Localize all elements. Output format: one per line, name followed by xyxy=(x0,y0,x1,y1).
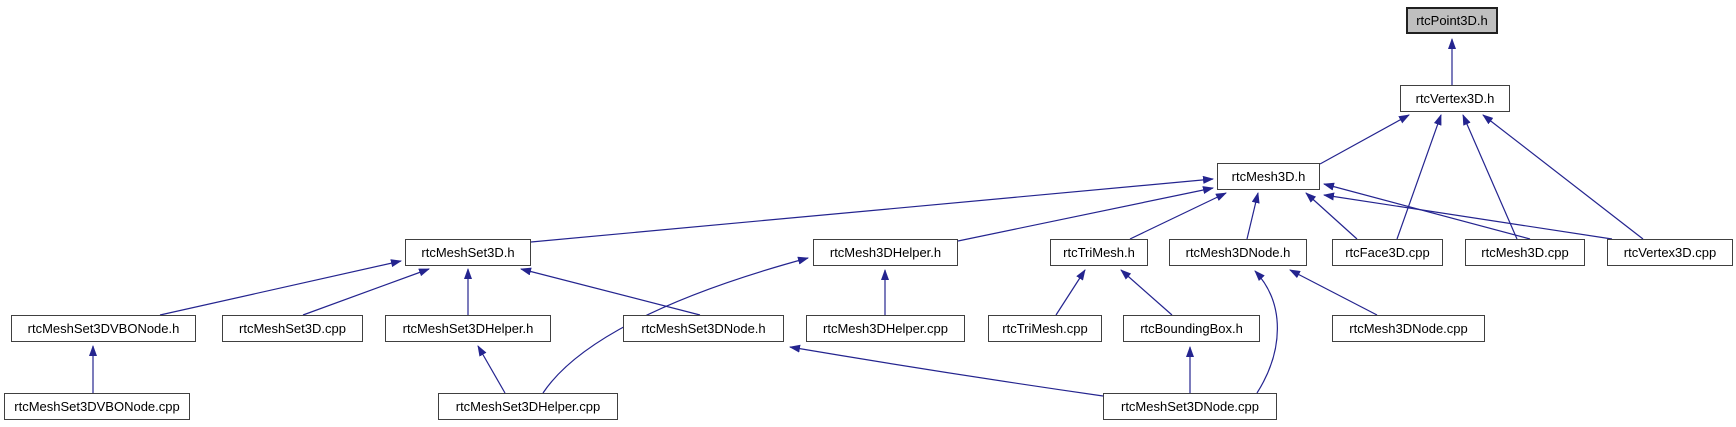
graph-node-rtcMeshSet3D.h[interactable]: rtcMeshSet3D.h xyxy=(405,239,531,266)
edge-rtcMesh3DHelper.h-to-rtcMesh3D.h xyxy=(957,186,1214,242)
edge-rtcTriMesh.cpp-to-rtcTriMesh.h xyxy=(1055,269,1086,316)
graph-node-rtcBoundingBox.h[interactable]: rtcBoundingBox.h xyxy=(1123,315,1260,342)
edge-rtcMesh3D.h-to-rtcVertex3D.h xyxy=(1319,114,1410,165)
graph-node-rtcFace3D.cpp[interactable]: rtcFace3D.cpp xyxy=(1332,239,1443,266)
graph-node-rtcMesh3DHelper.cpp[interactable]: rtcMesh3DHelper.cpp xyxy=(806,315,965,342)
graph-node-rtcMeshSet3D.cpp[interactable]: rtcMeshSet3D.cpp xyxy=(222,315,363,342)
edge-rtcBoundingBox.h-to-rtcTriMesh.h xyxy=(1120,269,1173,316)
graph-node-rtcMeshSet3DHelper.cpp[interactable]: rtcMeshSet3DHelper.cpp xyxy=(438,393,618,420)
graph-node-rtcVertex3D.h[interactable]: rtcVertex3D.h xyxy=(1400,85,1510,112)
edge-rtcFace3D.cpp-to-rtcMesh3D.h xyxy=(1305,192,1358,240)
edge-group xyxy=(89,38,1644,397)
graph-node-rtcTriMesh.h[interactable]: rtcTriMesh.h xyxy=(1050,239,1148,266)
graph-node-rtcMesh3D.h[interactable]: rtcMesh3D.h xyxy=(1217,163,1320,190)
edge-rtcVertex3D.cpp-to-rtcMesh3D.h xyxy=(1323,192,1613,240)
edge-rtcMesh3D.cpp-to-rtcMesh3D.h xyxy=(1323,182,1531,240)
graph-node-rtcMeshSet3DVBONode.cpp[interactable]: rtcMeshSet3DVBONode.cpp xyxy=(4,393,190,420)
edge-rtcMeshSet3DVBONode.h-to-rtcMeshSet3D.h xyxy=(159,259,402,316)
edge-rtcMeshSet3DHelper.cpp-to-rtcMeshSet3DHelper.h xyxy=(477,345,506,394)
edge-rtcVertex3D.cpp-to-rtcVertex3D.h xyxy=(1482,114,1644,240)
graph-node-rtcMesh3DNode.cpp[interactable]: rtcMesh3DNode.cpp xyxy=(1332,315,1485,342)
edge-rtcMesh3DNode.cpp-to-rtcMesh3DNode.h xyxy=(1289,269,1378,316)
graph-node-rtcMesh3DHelper.h[interactable]: rtcMesh3DHelper.h xyxy=(813,239,958,266)
edge-rtcMeshSet3D.cpp-to-rtcMeshSet3D.h xyxy=(302,268,430,316)
graph-node-rtcMeshSet3DNode.cpp[interactable]: rtcMeshSet3DNode.cpp xyxy=(1103,393,1277,420)
edge-rtcMeshSet3D.h-to-rtcMesh3D.h xyxy=(530,175,1214,243)
graph-node-rtcPoint3D.h[interactable]: rtcPoint3D.h xyxy=(1406,7,1498,34)
edge-rtcMeshSet3DNode.cpp-to-rtcMesh3DNode.h xyxy=(1254,270,1278,394)
graph-node-rtcMesh3DNode.h[interactable]: rtcMesh3DNode.h xyxy=(1169,239,1307,266)
edge-rtcMesh3D.cpp-to-rtcVertex3D.h xyxy=(1462,114,1518,240)
graph-node-rtcMeshSet3DVBONode.h[interactable]: rtcMeshSet3DVBONode.h xyxy=(11,315,196,342)
edge-rtcMesh3DNode.h-to-rtcMesh3D.h xyxy=(1246,192,1260,240)
edge-rtcTriMesh.h-to-rtcMesh3D.h xyxy=(1129,192,1227,240)
graph-node-rtcMeshSet3DNode.h[interactable]: rtcMeshSet3DNode.h xyxy=(623,315,784,342)
graph-node-rtcMeshSet3DHelper.h[interactable]: rtcMeshSet3DHelper.h xyxy=(385,315,551,342)
edge-rtcMeshSet3DNode.cpp-to-rtcMeshSet3DNode.h xyxy=(789,344,1104,397)
graph-node-rtcMesh3D.cpp[interactable]: rtcMesh3D.cpp xyxy=(1465,239,1585,266)
graph-node-rtcVertex3D.cpp[interactable]: rtcVertex3D.cpp xyxy=(1607,239,1733,266)
edge-rtcMeshSet3DNode.h-to-rtcMeshSet3D.h xyxy=(520,267,701,316)
edge-rtcFace3D.cpp-to-rtcVertex3D.h xyxy=(1396,114,1442,240)
graph-node-rtcTriMesh.cpp[interactable]: rtcTriMesh.cpp xyxy=(988,315,1102,342)
